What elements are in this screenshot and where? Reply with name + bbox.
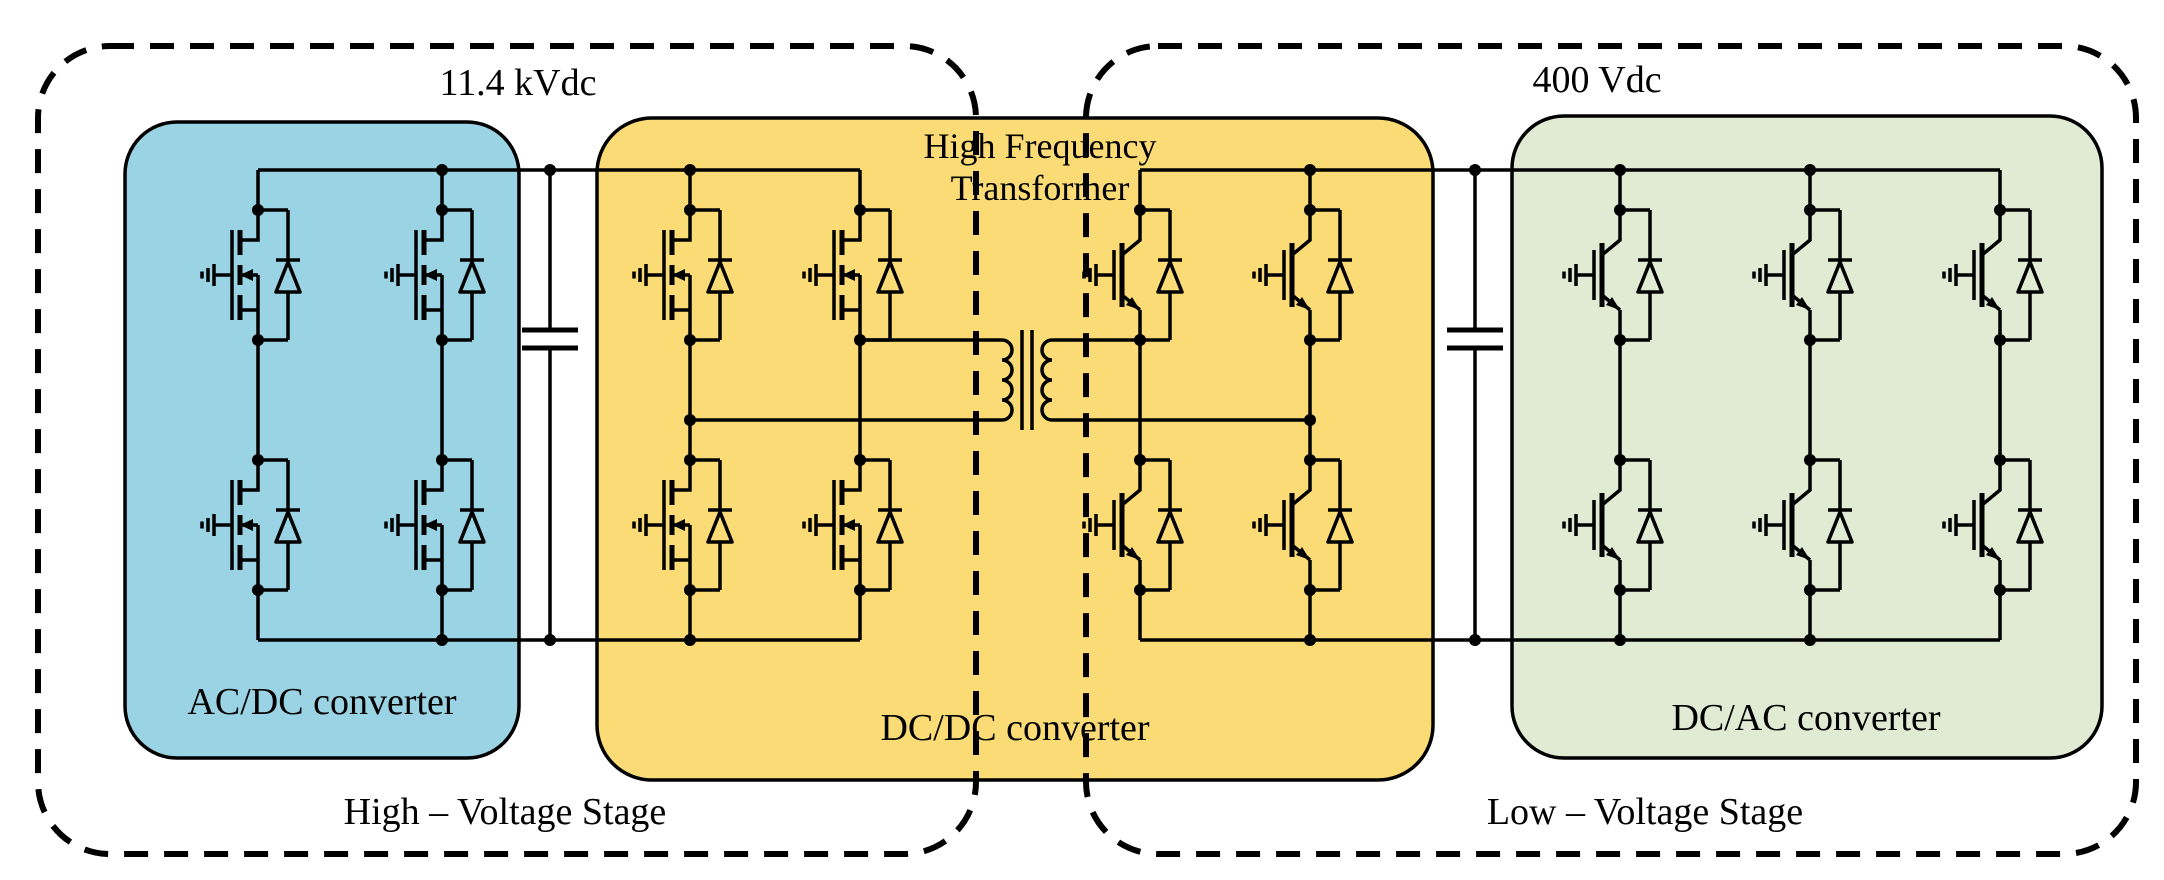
transformer-core-icon xyxy=(1020,330,1034,430)
acdc-converter-box xyxy=(123,120,521,760)
dcac-converter-label: DC/AC converter xyxy=(1671,697,1940,739)
dcdc-converter-box xyxy=(595,116,1435,782)
high-voltage-stage-outline xyxy=(35,43,979,857)
hv-dc-link-label: 11.4 kVdc xyxy=(440,62,597,104)
capacitor-icon xyxy=(1447,164,1503,646)
capacitor-icon xyxy=(522,164,578,646)
secondary-winding-icon xyxy=(1040,338,1053,422)
lv-dc-link-label: 400 Vdc xyxy=(1532,59,1661,101)
hf-transformer xyxy=(690,330,1310,430)
low-voltage-stage-label: Low – Voltage Stage xyxy=(1487,791,1803,833)
dc-bus-rails xyxy=(258,168,2000,642)
high-voltage-stage-label: High – Voltage Stage xyxy=(344,791,667,833)
transformer-label-line1: High Frequency xyxy=(924,126,1157,166)
low-voltage-stage-outline xyxy=(1083,43,2139,857)
primary-winding-icon xyxy=(1001,338,1014,422)
junction-dots xyxy=(436,164,1816,646)
transformer-leads xyxy=(690,338,1310,422)
dcdc-converter-label: DC/DC converter xyxy=(880,707,1149,749)
bridge-legs xyxy=(256,170,2002,640)
transformer-label-line2: Transformer xyxy=(951,168,1130,208)
acdc-converter-label: AC/DC converter xyxy=(187,681,456,723)
